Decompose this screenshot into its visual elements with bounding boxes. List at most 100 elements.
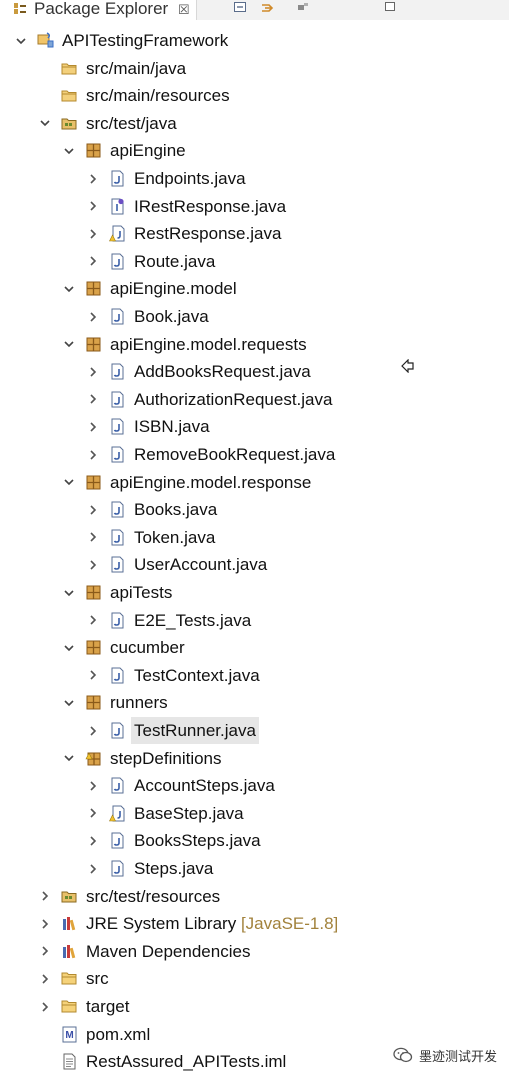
tree-item-label[interactable]: Endpoints.java xyxy=(134,165,246,192)
tree-item-label[interactable]: apiEngine.model.requests xyxy=(110,331,307,358)
tree-item-testrunner-java[interactable]: TestRunner.java xyxy=(0,717,509,744)
tree-item-label[interactable]: Route.java xyxy=(134,248,215,275)
tree-item-stepdefinitions[interactable]: stepDefinitions xyxy=(0,745,509,772)
chevron-right-icon[interactable] xyxy=(86,303,100,330)
chevron-right-icon[interactable] xyxy=(38,993,52,1020)
chevron-down-icon[interactable] xyxy=(62,469,76,496)
tree-item-label[interactable]: cucumber xyxy=(110,634,185,661)
tree-item-label[interactable]: apiEngine xyxy=(110,137,186,164)
chevron-right-icon[interactable] xyxy=(38,910,52,937)
chevron-right-icon[interactable] xyxy=(86,717,100,744)
tree-item-label[interactable]: Book.java xyxy=(134,303,209,330)
chevron-right-icon[interactable] xyxy=(86,800,100,827)
chevron-right-icon[interactable] xyxy=(86,248,100,275)
close-icon[interactable]: ☒ xyxy=(178,2,190,17)
tree-item-restassured-apitests-iml[interactable]: RestAssured_APITests.iml xyxy=(0,1048,509,1075)
tree-item-apiengine[interactable]: apiEngine xyxy=(0,137,509,164)
tree-item-src-main-resources[interactable]: src/main/resources xyxy=(0,82,509,109)
tree-item-useraccount-java[interactable]: UserAccount.java xyxy=(0,551,509,578)
chevron-right-icon[interactable] xyxy=(86,607,100,634)
tree-item-label[interactable]: Maven Dependencies xyxy=(86,938,250,965)
tree-item-label[interactable]: AccountSteps.java xyxy=(134,772,275,799)
tree-item-testcontext-java[interactable]: TestContext.java xyxy=(0,662,509,689)
tree-item-addbooksrequest-java[interactable]: AddBooksRequest.java xyxy=(0,358,509,385)
view-menu-icon[interactable] xyxy=(296,0,312,16)
tree-item-src-main-java[interactable]: src/main/java xyxy=(0,55,509,82)
package-explorer-tab[interactable]: Package Explorer ☒ xyxy=(0,0,197,20)
tree-item-src-test-java[interactable]: src/test/java xyxy=(0,110,509,137)
chevron-right-icon[interactable] xyxy=(38,938,52,965)
tree-item-isbn-java[interactable]: ISBN.java xyxy=(0,413,509,440)
tree-item-label[interactable]: BaseStep.java xyxy=(134,800,244,827)
chevron-down-icon[interactable] xyxy=(62,634,76,661)
tree-item-label[interactable]: TestContext.java xyxy=(134,662,260,689)
collapse-all-icon[interactable] xyxy=(232,0,248,16)
tree-item-apitestingframework[interactable]: APITestingFramework xyxy=(0,27,509,54)
tree-item-label[interactable]: E2E_Tests.java xyxy=(134,607,251,634)
tree-item-target[interactable]: target xyxy=(0,993,509,1020)
link-with-editor-icon[interactable] xyxy=(260,0,276,16)
tree-item-label[interactable]: RestResponse.java xyxy=(134,220,281,247)
tree-item-label[interactable]: apiTests xyxy=(110,579,172,606)
tree-item-books-java[interactable]: Books.java xyxy=(0,496,509,523)
tree-item-route-java[interactable]: Route.java xyxy=(0,248,509,275)
chevron-right-icon[interactable] xyxy=(86,386,100,413)
tree-item-label[interactable]: src/test/java xyxy=(86,110,177,137)
tree-item-irestresponse-java[interactable]: IRestResponse.java xyxy=(0,193,509,220)
chevron-right-icon[interactable] xyxy=(38,965,52,992)
tree-item-e2e-tests-java[interactable]: E2E_Tests.java xyxy=(0,607,509,634)
tree-item-label[interactable]: RestAssured_APITests.iml xyxy=(86,1048,286,1075)
tree-item-endpoints-java[interactable]: Endpoints.java xyxy=(0,165,509,192)
tree-item-label[interactable]: apiEngine.model.response xyxy=(110,469,311,496)
chevron-right-icon[interactable] xyxy=(86,413,100,440)
tree-item-label[interactable]: Steps.java xyxy=(134,855,213,882)
chevron-right-icon[interactable] xyxy=(86,165,100,192)
tree-item-basestep-java[interactable]: BaseStep.java xyxy=(0,800,509,827)
tree-item-maven-dependencies[interactable]: Maven Dependencies xyxy=(0,938,509,965)
tree-item-label[interactable]: stepDefinitions xyxy=(110,745,222,772)
tree-item-src[interactable]: src xyxy=(0,965,509,992)
tree-item-label[interactable]: Books.java xyxy=(134,496,217,523)
tree-item-removebookrequest-java[interactable]: RemoveBookRequest.java xyxy=(0,441,509,468)
tree-item-token-java[interactable]: Token.java xyxy=(0,524,509,551)
tree-item-label[interactable]: UserAccount.java xyxy=(134,551,267,578)
tree-item-label[interactable]: apiEngine.model xyxy=(110,275,237,302)
tree-item-label[interactable]: BooksSteps.java xyxy=(134,827,261,854)
chevron-down-icon[interactable] xyxy=(38,110,52,137)
tree-item-label[interactable]: src xyxy=(86,965,109,992)
tree-item-label[interactable]: src/main/java xyxy=(86,55,186,82)
tree-item-bookssteps-java[interactable]: BooksSteps.java xyxy=(0,827,509,854)
tree-item-steps-java[interactable]: Steps.java xyxy=(0,855,509,882)
tree-item-label[interactable]: target xyxy=(86,993,129,1020)
chevron-down-icon[interactable] xyxy=(62,275,76,302)
chevron-down-icon[interactable] xyxy=(62,137,76,164)
chevron-right-icon[interactable] xyxy=(86,827,100,854)
tree-item-jre-system-library[interactable]: JRE System Library [JavaSE-1.8] xyxy=(0,910,509,937)
tree-item-label[interactable]: APITestingFramework xyxy=(62,27,228,54)
tree-item-label[interactable]: TestRunner.java xyxy=(131,717,259,744)
tree-item-label[interactable]: AddBooksRequest.java xyxy=(134,358,311,385)
chevron-right-icon[interactable] xyxy=(86,772,100,799)
chevron-down-icon[interactable] xyxy=(62,689,76,716)
chevron-down-icon[interactable] xyxy=(62,331,76,358)
chevron-right-icon[interactable] xyxy=(86,441,100,468)
tree-item-accountsteps-java[interactable]: AccountSteps.java xyxy=(0,772,509,799)
chevron-down-icon[interactable] xyxy=(62,579,76,606)
tree-item-label[interactable]: IRestResponse.java xyxy=(134,193,286,220)
tree-item-restresponse-java[interactable]: RestResponse.java xyxy=(0,220,509,247)
tree-item-label[interactable]: JRE System Library [JavaSE-1.8] xyxy=(86,910,338,937)
chevron-right-icon[interactable] xyxy=(86,551,100,578)
minimize-icon[interactable] xyxy=(382,0,398,16)
chevron-right-icon[interactable] xyxy=(86,496,100,523)
tree-item-runners[interactable]: runners xyxy=(0,689,509,716)
tree-item-label[interactable]: pom.xml xyxy=(86,1021,150,1048)
tree-item-src-test-resources[interactable]: src/test/resources xyxy=(0,883,509,910)
tree-item-label[interactable]: Token.java xyxy=(134,524,215,551)
tree-item-label[interactable]: src/test/resources xyxy=(86,883,220,910)
chevron-right-icon[interactable] xyxy=(86,855,100,882)
chevron-right-icon[interactable] xyxy=(38,883,52,910)
chevron-right-icon[interactable] xyxy=(86,220,100,247)
tree-item-apiengine-model-requests[interactable]: apiEngine.model.requests xyxy=(0,331,509,358)
tree-item-cucumber[interactable]: cucumber xyxy=(0,634,509,661)
